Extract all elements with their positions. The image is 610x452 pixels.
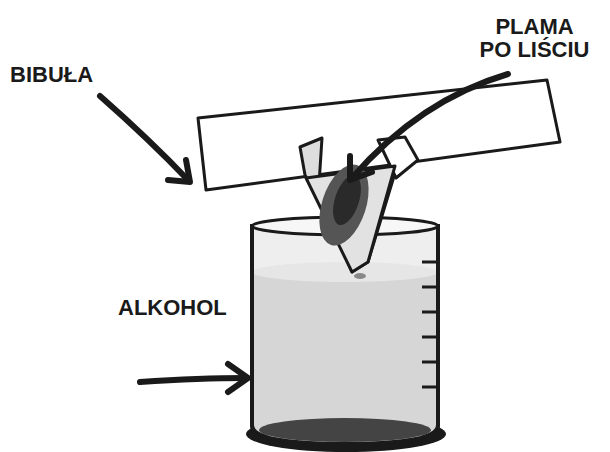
- leader-arrow: [352, 74, 508, 178]
- spot-label: PLAMA PO LIŚCIU: [478, 15, 591, 61]
- scale-tick: [422, 311, 438, 314]
- leader-arrow: [100, 96, 188, 180]
- arrow-head: [350, 156, 372, 180]
- scale-tick: [422, 361, 438, 364]
- scale-tick: [422, 336, 438, 339]
- alcohol-liquid: [250, 272, 442, 452]
- liquid-label: ALKOHOL: [118, 296, 227, 319]
- arrow-head: [168, 160, 190, 182]
- scale-tick: [422, 261, 438, 264]
- scale-tick: [422, 286, 438, 289]
- paper-label: BIBUŁA: [10, 63, 93, 86]
- leaf-spot-core: [328, 172, 367, 229]
- scale-ticks: [422, 262, 438, 387]
- scale-tick: [422, 386, 438, 389]
- wet-tip: [354, 273, 366, 279]
- beaker-bottom: [259, 418, 431, 442]
- arrow-head: [228, 364, 248, 392]
- leader-arrow: [140, 378, 246, 382]
- liquid-surface: [252, 262, 438, 282]
